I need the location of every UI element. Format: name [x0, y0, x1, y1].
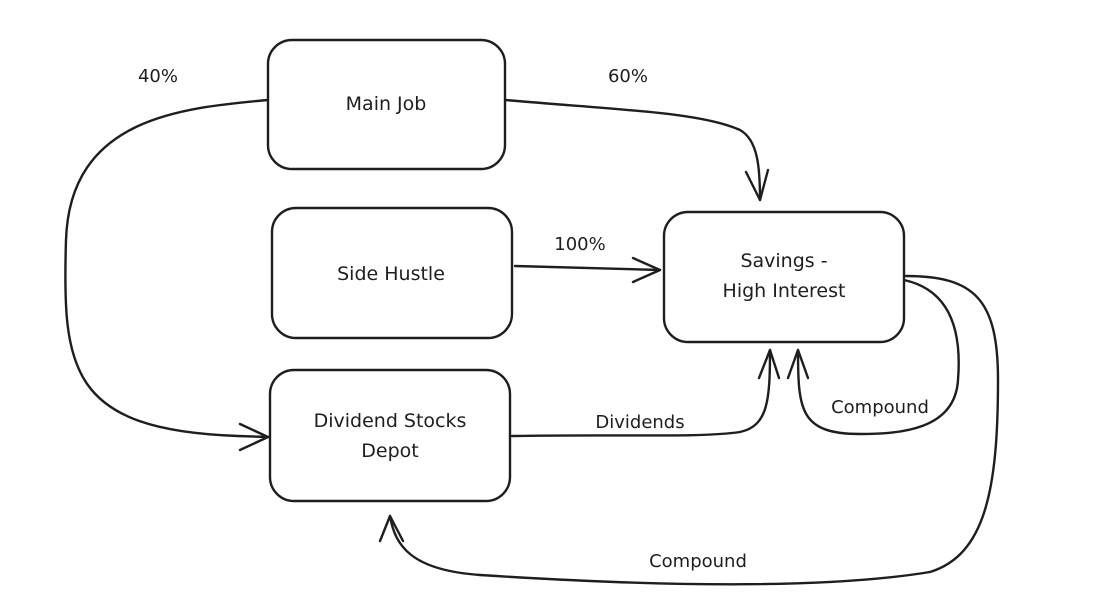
- node-savings-label-line1: Savings -: [740, 250, 827, 272]
- node-side-hustle: Side Hustle: [270, 206, 514, 340]
- node-main-job: Main Job: [266, 38, 507, 171]
- edge-label-dividends: Dividends: [595, 412, 684, 433]
- edge-main-to-savings: [503, 98, 762, 202]
- node-dividend-label-line2: Depot: [361, 440, 418, 462]
- edge-label-compound-self: Compound: [831, 397, 929, 418]
- edge-label-40-percent: 40%: [138, 66, 178, 87]
- node-main-job-label: Main Job: [346, 93, 427, 115]
- node-dividend-stocks-depot: Dividend Stocks Depot: [268, 368, 512, 503]
- edge-main-to-dividend: [64, 98, 270, 439]
- arrowhead-main-to-dividend: [238, 422, 270, 452]
- node-savings-high-interest: Savings - High Interest: [662, 210, 906, 344]
- node-dividend-label-line1: Dividend Stocks: [314, 410, 467, 432]
- node-savings-label-line2: High Interest: [723, 280, 846, 302]
- arrowhead-side-to-savings: [631, 256, 662, 284]
- edge-label-60-percent: 60%: [608, 66, 648, 87]
- arrowhead-savings-self-loop: [786, 348, 810, 380]
- edge-savings-to-dividend: [388, 274, 1000, 586]
- node-side-hustle-label: Side Hustle: [337, 263, 445, 285]
- arrowhead-savings-to-dividend: [378, 514, 405, 543]
- edge-label-compound-return: Compound: [649, 551, 747, 572]
- edge-dividend-to-savings: [510, 348, 772, 438]
- arrowhead-main-to-savings: [744, 168, 770, 202]
- edge-label-100-percent: 100%: [554, 234, 605, 255]
- arrowhead-dividend-to-savings: [757, 348, 781, 380]
- edge-side-to-savings: [513, 264, 662, 272]
- edge-savings-self-loop: [796, 278, 960, 436]
